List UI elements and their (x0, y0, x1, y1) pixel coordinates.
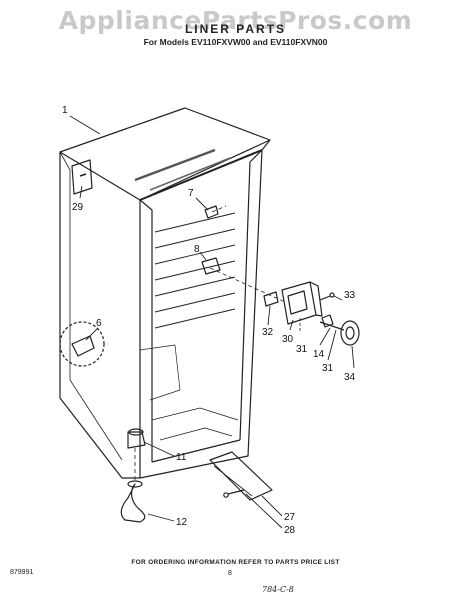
callout-1: 1 (62, 105, 68, 116)
part-31-clip (321, 314, 334, 328)
model-subtitle: For Models EV110FXVW00 and EV110FXVN00 (143, 37, 328, 47)
part-6-detail-circle (59, 321, 105, 367)
part-27-rail (209, 451, 273, 501)
part-8-bracket (201, 257, 221, 275)
shelf-rib (154, 292, 236, 313)
callout-7: 7 (188, 188, 194, 199)
callout-8: 8 (194, 244, 200, 255)
handwritten-note: 784-C-8 (262, 585, 294, 594)
part-29-bracket (71, 159, 93, 195)
watermark: AppliancePartsPros.com (58, 6, 413, 35)
callout-34: 34 (344, 372, 356, 383)
cabinet-front-frame (139, 139, 271, 479)
reference-code: 879991 (10, 569, 34, 576)
callout-6: 6 (96, 318, 102, 329)
page-title: LINER PARTS (184, 22, 287, 36)
callout-30: 30 (282, 334, 294, 345)
callout-31b: 31 (322, 363, 334, 374)
top-flange (139, 149, 263, 201)
callout-28: 28 (284, 525, 296, 536)
shelf-rib (154, 308, 236, 329)
callout-27: 27 (284, 512, 296, 523)
cabinet-inner-right (239, 149, 263, 441)
callout-32: 32 (262, 327, 274, 338)
shelf-rib (154, 228, 236, 249)
callout-33: 33 (344, 290, 356, 301)
cabinet-inner-back (139, 199, 153, 462)
part-6-clip (71, 335, 95, 357)
callout-12: 12 (176, 517, 188, 528)
part-7-hinge (204, 205, 219, 219)
shelf-rib (154, 276, 236, 297)
callout-29: 29 (72, 202, 84, 213)
cabinet-left-face (59, 152, 140, 479)
part-32-clip (263, 291, 279, 307)
shelf-rib (154, 212, 236, 233)
ordering-note: FOR ORDERING INFORMATION REFER TO PARTS … (131, 559, 340, 566)
part-30-thermostat-housing (281, 281, 317, 325)
cabinet-inner-floor (151, 439, 241, 463)
callout-31a: 31 (296, 344, 308, 355)
part-12-drain-tube (120, 483, 146, 523)
part-28-screw (227, 489, 245, 495)
page-number: 8 (228, 570, 232, 577)
callout-14: 14 (313, 349, 325, 360)
part-11-drain (127, 431, 146, 449)
shelf-rib (154, 244, 236, 265)
shelf-rib (154, 260, 236, 281)
part-33-screw (319, 295, 331, 301)
part-34-knob (340, 320, 360, 346)
callout-11: 11 (176, 452, 187, 463)
